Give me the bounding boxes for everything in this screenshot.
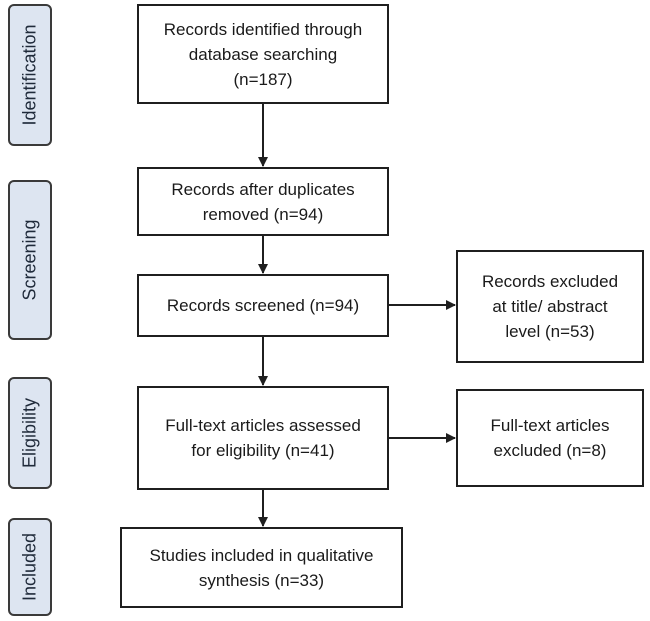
box-fulltext-assessed-text: Full-text articles assessed for eligibil…: [165, 416, 361, 460]
box-records-identified: Records identified through database sear…: [137, 4, 389, 104]
box-records-screened-text: Records screened (n=94): [166, 296, 360, 315]
phase-identification: Identification: [8, 4, 52, 146]
phase-screening: Screening: [8, 180, 52, 340]
phase-included: Included: [8, 518, 52, 616]
box-studies-included-text: Studies included in qualitative synthesi…: [149, 545, 374, 590]
box-fulltext-excluded-text: Full-text articles excluded (n=8): [490, 416, 610, 460]
box-excluded-title-abstract: Records excluded at title/ abstract leve…: [456, 250, 644, 363]
box-after-duplicates: Records after duplicates removed (n=94): [137, 167, 389, 236]
box-fulltext-excluded: Full-text articles excluded (n=8): [456, 389, 644, 487]
box-fulltext-assessed: Full-text articles assessed for eligibil…: [137, 386, 389, 490]
box-records-identified-text: Records identified through database sear…: [163, 19, 363, 89]
phase-eligibility: Eligibility: [8, 377, 52, 489]
box-records-screened: Records screened (n=94): [137, 274, 389, 337]
box-after-duplicates-text: Records after duplicates removed (n=94): [171, 179, 355, 224]
box-excluded-title-abstract-text: Records excluded at title/ abstract leve…: [481, 272, 619, 341]
box-studies-included: Studies included in qualitative synthesi…: [120, 527, 403, 608]
